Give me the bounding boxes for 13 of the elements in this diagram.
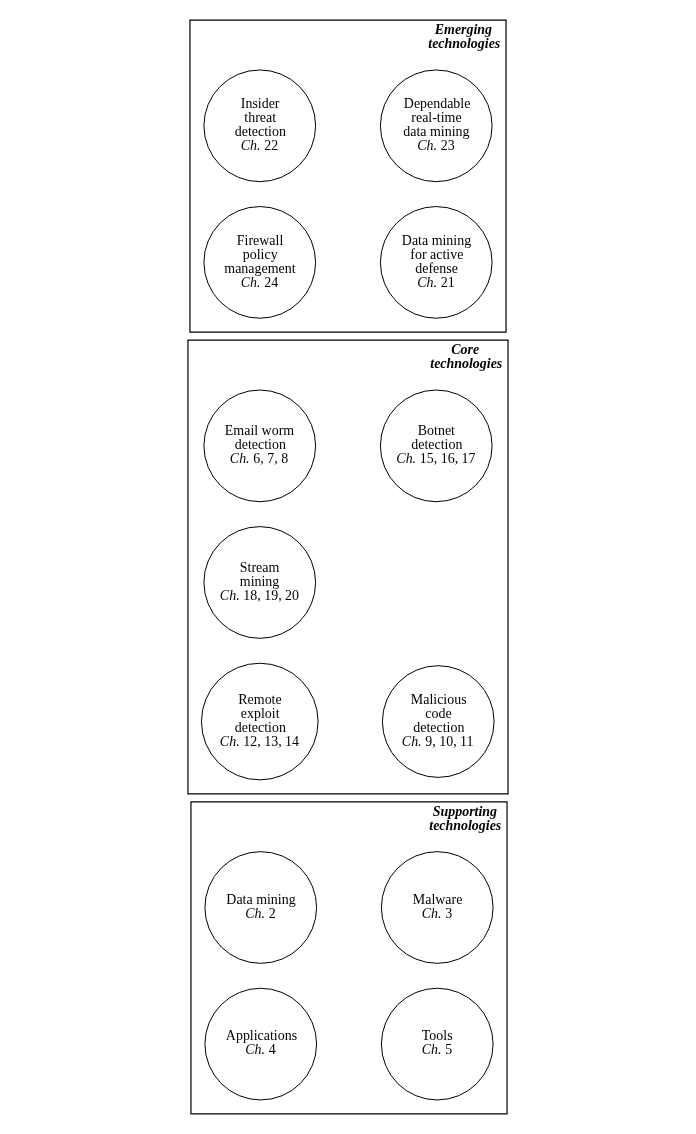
node-circle: Insider threat detection Ch. 22	[203, 69, 317, 183]
node-circle: Data mining for active defense Ch. 21	[379, 206, 493, 319]
node-circle: Email worm detection Ch. 6, 7, 8	[203, 389, 317, 503]
node-circle: Botnet detection Ch. 15, 16, 17	[379, 389, 493, 503]
node-circle: Firewall policy management Ch. 24	[203, 206, 317, 319]
node-circle: Malware Ch. 3	[380, 851, 494, 964]
node-circle: Tools Ch. 5	[380, 987, 494, 1101]
node-circle: Data mining Ch. 2	[204, 851, 318, 964]
node-circle: Dependable real-time data mining Ch. 23	[379, 69, 493, 183]
node-circle: Applications Ch. 4	[204, 987, 318, 1101]
node-circle: Remote exploit detection Ch. 12, 13, 14	[200, 662, 319, 781]
node-circle: Stream mining Ch. 18, 19, 20	[203, 526, 317, 639]
node-circle: Malicious code detection Ch. 9, 10, 11	[381, 665, 495, 778]
